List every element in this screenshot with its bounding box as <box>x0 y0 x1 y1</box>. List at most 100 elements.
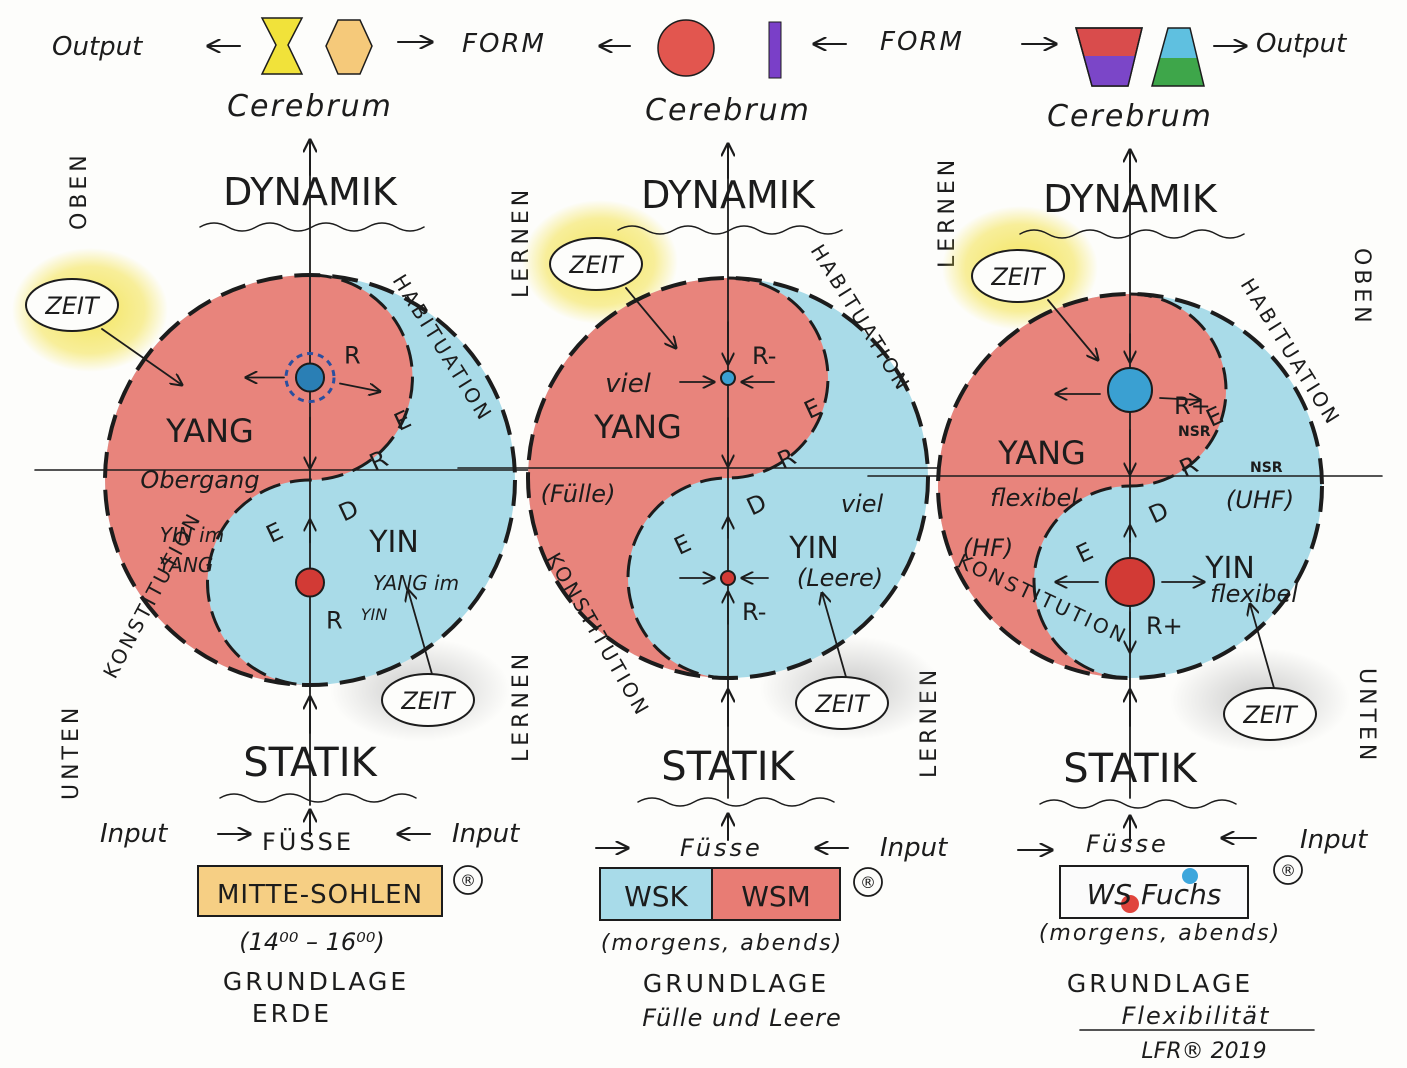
yang-sub-label: Obergang <box>140 466 259 494</box>
statik-label: STATIK <box>1063 746 1198 792</box>
fulle-label: (Fülle) <box>541 480 616 508</box>
wsk-label: WSK <box>624 880 688 913</box>
viel-yin-label: viel <box>841 490 884 518</box>
yang-dot-in-yin <box>1105 557 1155 607</box>
yang-dot-in-yin <box>720 570 736 586</box>
dynamik-wave <box>617 225 843 235</box>
output-left-label: Output <box>52 32 143 62</box>
yang-area <box>938 294 1226 678</box>
grundlage-sub-2: Fülle und Leere <box>642 1004 842 1032</box>
bottom-row: Input FÜSSE Input Füsse Input Füsse Inpu… <box>100 819 1368 1064</box>
yin-label: YIN <box>368 525 419 560</box>
yin-dot-in-yang <box>295 362 325 393</box>
oben-label-left: OBEN <box>67 151 92 230</box>
grundlage-label-3: GRUNDLAGE <box>1067 969 1253 998</box>
yang-label: YANG <box>593 408 682 446</box>
times-label-1: (14⁰⁰ – 16⁰⁰) <box>239 928 385 956</box>
fusse-label-2: Füsse <box>680 834 763 862</box>
red-dot <box>1121 895 1139 913</box>
signature-label: LFR® 2019 <box>1141 1039 1266 1064</box>
statik-wave <box>637 797 835 807</box>
registered-letter-1: ® <box>460 871 476 890</box>
times-label-3: (morgens, abends) <box>1039 921 1281 946</box>
yin-dot-in-yang <box>1107 367 1153 413</box>
top-row: Output FORM FORM Output <box>52 17 1347 87</box>
purple-bar-shape <box>768 21 782 79</box>
mitte-sohlen-label: MITTE-SOHLEN <box>217 880 423 910</box>
zeit-top-label: ZEIT <box>44 292 101 320</box>
grundlage-sub-1: ERDE <box>252 999 332 1028</box>
arrow <box>101 328 182 385</box>
registered-letter-2: ® <box>860 873 876 892</box>
wsm-label: WSM <box>741 880 811 913</box>
mitte-sohlen-box <box>197 865 443 917</box>
unten-label-left: UNTEN <box>59 704 84 800</box>
blue-dot <box>1182 868 1198 884</box>
input-label-2: Input <box>452 819 520 849</box>
dynamik-wave <box>199 222 425 232</box>
arrow <box>1159 398 1200 400</box>
input-label-1: Input <box>100 819 168 849</box>
zeit-bottom-label: ZEIT <box>1242 701 1299 729</box>
zeit-bottom-bubble <box>795 676 889 730</box>
yang-in-yin-1: YANG im <box>373 571 459 595</box>
nsr-label: NSR <box>1178 424 1211 440</box>
dynamik-wave <box>1019 229 1245 239</box>
r-bottom-label: R <box>326 607 343 635</box>
yin-label: YIN <box>788 531 839 566</box>
zeit-bottom-bubble <box>381 673 475 727</box>
yin-yang-panel-2: CerebrumDYNAMIKSTATIKZEITZEITHABITUATION… <box>457 93 989 841</box>
statik-label: STATIK <box>661 744 796 790</box>
r-top-label: R+ <box>1174 392 1211 420</box>
s-curve <box>626 276 830 680</box>
zeit-bottom-label: ZEIT <box>400 687 457 715</box>
red-circle-shape <box>657 19 715 77</box>
dot-ring <box>284 352 336 403</box>
yin-yang-panel-3: CerebrumDYNAMIKSTATIKZEITZEITHABITUATION… <box>867 99 1383 843</box>
zeit-bottom-bubble <box>1223 687 1317 741</box>
zeit-top-label: ZEIT <box>990 263 1047 291</box>
multicolor-pyramid-shape <box>1151 27 1205 87</box>
statik-wave <box>219 793 417 803</box>
input-label-4: Input <box>1300 825 1368 855</box>
yang-in-yin-2: YIN <box>361 605 387 624</box>
unten-label-right: UNTEN <box>1354 668 1379 764</box>
arrow <box>1047 299 1098 360</box>
r-bottom-label: R+ <box>1146 612 1183 640</box>
statik-wave <box>1039 799 1237 809</box>
r-bottom-label: R- <box>742 598 766 626</box>
grundlage-label-2: GRUNDLAGE <box>643 969 829 998</box>
wsk-box <box>599 867 713 921</box>
cerebrum-label: Cerebrum <box>227 89 393 124</box>
zeit-bottom-label: ZEIT <box>814 690 871 718</box>
yellow-hourglass-shape <box>260 17 304 75</box>
registered-letter-3: ® <box>1280 861 1296 880</box>
flexibel-yang-label: flexibel <box>990 484 1078 512</box>
statik-label: STATIK <box>243 740 378 786</box>
arrow <box>1250 604 1275 689</box>
oben-label-right: OBEN <box>1349 248 1374 327</box>
multicolor-trapezoid-shape <box>1075 27 1143 87</box>
dynamik-label: DYNAMIK <box>223 170 398 214</box>
zeit-top-label: ZEIT <box>568 251 625 279</box>
zeit-top-bubble <box>25 278 119 332</box>
yang-label: YANG <box>165 412 254 450</box>
output-right-label: Output <box>1256 29 1347 59</box>
flexibel-yin-label: flexibel <box>1210 580 1298 608</box>
fusse-label-3: Füsse <box>1086 830 1169 858</box>
circle-outline <box>936 292 1324 680</box>
orange-hexagon-shape <box>325 19 373 75</box>
yin-in-yang-2: YANG <box>159 553 214 577</box>
arrow <box>339 382 380 392</box>
grundlage-label-1: GRUNDLAGE <box>223 967 409 996</box>
fusse-caps-label: FÜSSE <box>262 827 354 856</box>
zeit-top-bubble <box>549 237 643 291</box>
yin-yang-panel-1: CerebrumDYNAMIKSTATIKZEITZEITHABITUATION… <box>12 89 576 837</box>
viel-yang-label: viel <box>605 369 652 399</box>
yin-dot-in-yang <box>720 370 736 386</box>
input-label-3: Input <box>880 833 948 863</box>
grundlage-sub-3: Flexibilität <box>1122 1002 1271 1030</box>
cerebrum-label: Cerebrum <box>1047 99 1213 134</box>
form-left-label: FORM <box>462 29 546 59</box>
